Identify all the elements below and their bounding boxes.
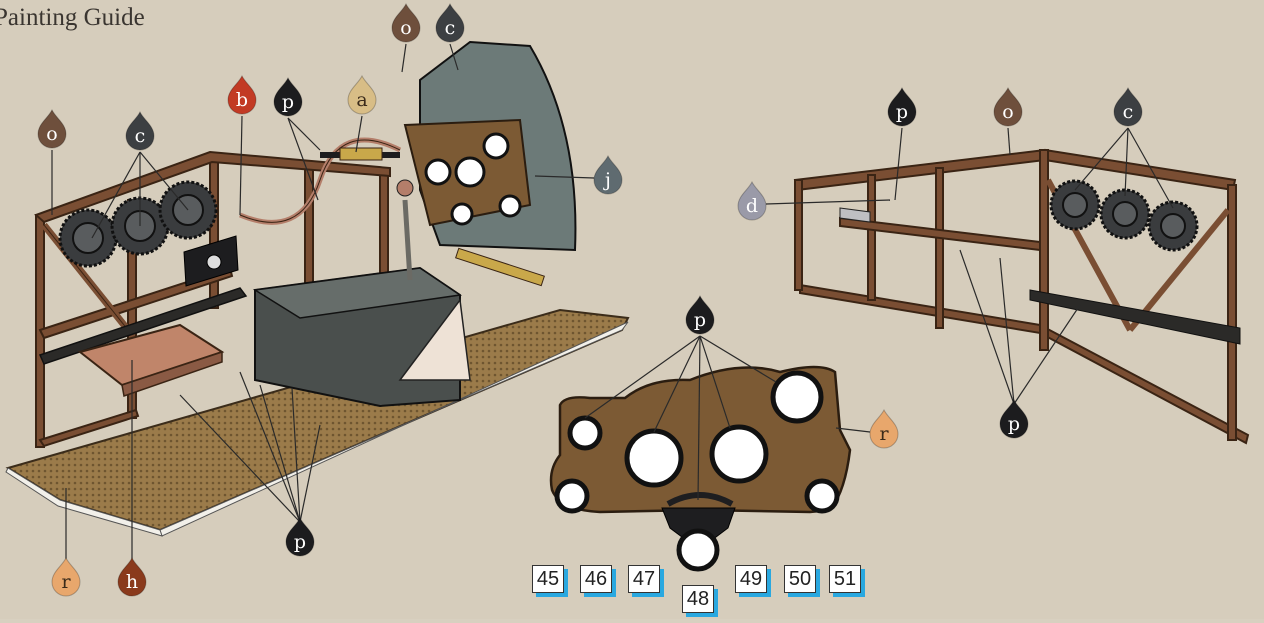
callout-letter: p	[694, 309, 706, 331]
callout-letter: j	[603, 169, 611, 191]
callout-letter: p	[1008, 413, 1020, 435]
part-number-label: 49	[735, 565, 767, 593]
callout-letter: c	[445, 17, 456, 39]
callout-letter: d	[746, 195, 758, 217]
part-number-label: 45	[532, 565, 564, 593]
callout-letter: p	[294, 531, 306, 553]
callout-letter: o	[400, 17, 411, 39]
callout-letter: r	[879, 423, 889, 445]
callout-letter: h	[126, 571, 138, 593]
part-number-label: 50	[784, 565, 816, 593]
part-number-label: 46	[580, 565, 612, 593]
part-number-label: 51	[829, 565, 861, 593]
page-title: Painting Guide	[0, 4, 145, 32]
callout-letter: o	[46, 123, 57, 145]
callout-letter: o	[1002, 101, 1013, 123]
callout-letter: b	[236, 89, 248, 111]
part-number-label: 47	[628, 565, 660, 593]
callout-letter: p	[282, 91, 294, 113]
callout-letter: r	[61, 571, 71, 593]
callout-letter: a	[356, 89, 367, 111]
part-number-label: 48	[682, 585, 714, 613]
callout-letter: c	[1123, 101, 1134, 123]
callout-letter: c	[135, 125, 146, 147]
callout-letter: p	[896, 101, 908, 123]
